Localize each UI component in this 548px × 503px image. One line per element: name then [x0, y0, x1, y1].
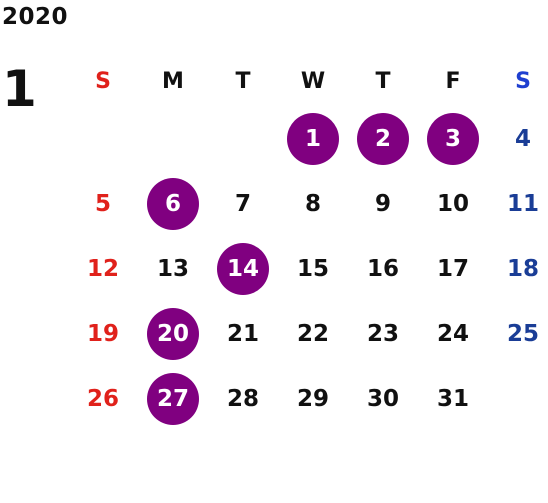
day-number: 25	[506, 320, 539, 347]
day-cell: 10	[418, 171, 488, 236]
day-number: 9	[374, 190, 391, 217]
day-cell: 2	[348, 106, 418, 171]
calendar-grid: S M T W T F S 1 2 3 4 5 6 7 8 9 10 11	[68, 56, 548, 431]
day-cell: 23	[348, 301, 418, 366]
month-number: 1	[2, 60, 37, 118]
day-cell: 15	[278, 236, 348, 301]
day-cell: 28	[208, 366, 278, 431]
day-cell: 31	[418, 366, 488, 431]
day-number-highlighted: 2	[357, 112, 409, 165]
day-cell: 22	[278, 301, 348, 366]
day-number-highlighted: 3	[427, 112, 479, 165]
day-cell: 19	[68, 301, 138, 366]
day-number: 31	[436, 385, 469, 412]
day-cell: 6	[138, 171, 208, 236]
day-number: 23	[366, 320, 399, 347]
day-cell: 5	[68, 171, 138, 236]
weekday-monday: M	[162, 68, 184, 94]
day-number: 10	[436, 190, 469, 217]
day-cell: 14	[208, 236, 278, 301]
day-number: 18	[506, 255, 539, 282]
day-number-highlighted: 6	[147, 177, 199, 230]
day-cell: 8	[278, 171, 348, 236]
day-number-highlighted: 14	[217, 242, 269, 295]
day-number: 5	[94, 190, 111, 217]
day-number-highlighted: 20	[147, 307, 199, 360]
day-cell: 29	[278, 366, 348, 431]
week-row-5: 26 27 28 29 30 31	[68, 366, 548, 431]
week-row-3: 12 13 14 15 16 17 18	[68, 236, 548, 301]
day-number: 24	[436, 320, 469, 347]
day-cell: 1	[278, 106, 348, 171]
day-cell: 27	[138, 366, 208, 431]
day-cell: 4	[488, 106, 548, 171]
day-number: 22	[296, 320, 329, 347]
day-cell: 12	[68, 236, 138, 301]
week-row-1: 1 2 3 4	[68, 106, 548, 171]
day-number: 12	[86, 255, 119, 282]
day-number-highlighted: 27	[147, 372, 199, 425]
day-cell	[488, 366, 548, 431]
day-cell: 21	[208, 301, 278, 366]
day-cell: 25	[488, 301, 548, 366]
day-number: 19	[86, 320, 119, 347]
day-number: 21	[226, 320, 259, 347]
day-number: 16	[366, 255, 399, 282]
day-number-highlighted: 1	[287, 112, 339, 165]
day-cell	[68, 106, 138, 171]
weekday-thursday: T	[375, 68, 391, 94]
day-cell: 24	[418, 301, 488, 366]
day-cell: 13	[138, 236, 208, 301]
day-cell: 20	[138, 301, 208, 366]
day-cell	[138, 106, 208, 171]
day-cell	[208, 106, 278, 171]
day-cell: 30	[348, 366, 418, 431]
day-cell: 17	[418, 236, 488, 301]
day-number: 26	[86, 385, 119, 412]
day-cell: 9	[348, 171, 418, 236]
day-number: 28	[226, 385, 259, 412]
week-row-4: 19 20 21 22 23 24 25	[68, 301, 548, 366]
day-cell: 11	[488, 171, 548, 236]
day-number: 29	[296, 385, 329, 412]
week-row-2: 5 6 7 8 9 10 11	[68, 171, 548, 236]
day-cell: 3	[418, 106, 488, 171]
day-number: 8	[304, 190, 321, 217]
year-label: 2020	[2, 4, 69, 30]
day-number: 11	[506, 190, 539, 217]
weekday-tuesday: T	[235, 68, 251, 94]
weekday-saturday: S	[515, 68, 531, 94]
day-number: 13	[156, 255, 189, 282]
weekday-header: S M T W T F S	[68, 56, 548, 106]
day-number: 4	[514, 125, 531, 152]
weekday-friday: F	[445, 68, 461, 94]
day-cell: 7	[208, 171, 278, 236]
day-number: 30	[366, 385, 399, 412]
weekday-sunday: S	[95, 68, 111, 94]
day-number: 7	[234, 190, 251, 217]
day-cell: 18	[488, 236, 548, 301]
day-cell: 26	[68, 366, 138, 431]
day-number: 17	[436, 255, 469, 282]
day-number: 15	[296, 255, 329, 282]
day-cell: 16	[348, 236, 418, 301]
weekday-wednesday: W	[300, 68, 326, 94]
